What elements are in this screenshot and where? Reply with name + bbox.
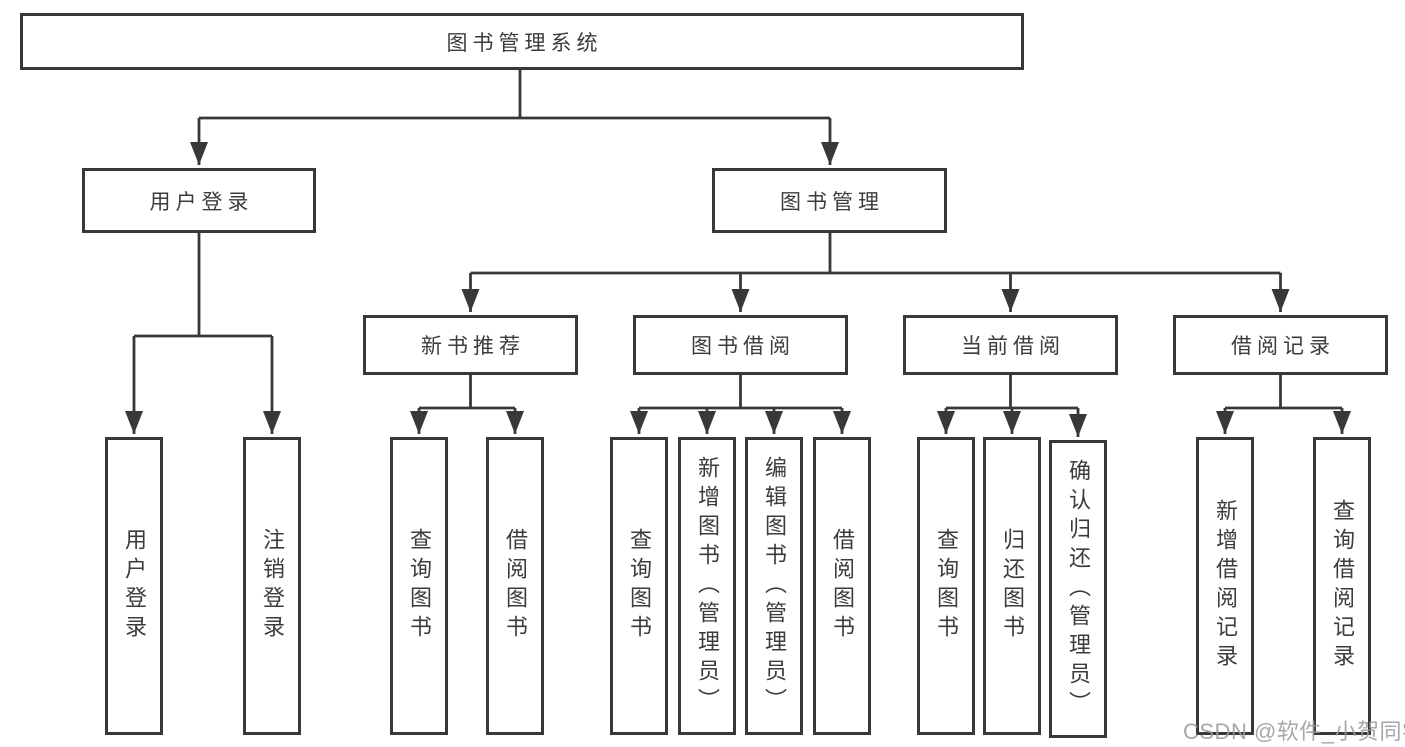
leaf-records-query-record-label: 查询借阅记录 xyxy=(1330,499,1355,673)
node-book-management: 图书管理 xyxy=(712,168,947,233)
leaf-records-add-record: 新增借阅记录 xyxy=(1196,437,1254,735)
leaf-newbooks-query-books: 查询图书 xyxy=(390,437,448,735)
leaf-borrowing-query-books-label: 查询图书 xyxy=(627,528,652,644)
node-current-borrowing: 当前借阅 xyxy=(903,315,1118,375)
leaf-borrowing-add-books-admin-label: 新增图书（管理员） xyxy=(695,455,720,717)
leaf-borrowing-query-books: 查询图书 xyxy=(610,437,668,735)
connector-segments xyxy=(125,70,1351,437)
leaf-current-confirm-return-admin-label: 确认归还（管理员） xyxy=(1066,458,1091,720)
leaf-user-login-label: 用户登录 xyxy=(122,528,147,644)
node-user-login: 用户登录 xyxy=(82,168,316,233)
leaf-borrowing-edit-books-admin: 编辑图书（管理员） xyxy=(745,437,803,735)
leaf-current-confirm-return-admin: 确认归还（管理员） xyxy=(1049,440,1107,738)
csdn-watermark: CSDN @软件_小贺同学 xyxy=(1183,719,1405,744)
node-borrowing-records: 借阅记录 xyxy=(1173,315,1388,375)
node-library-management-system: 图书管理系统 xyxy=(20,13,1024,70)
leaf-current-query-books-label: 查询图书 xyxy=(934,528,959,644)
node-book-borrowing: 图书借阅 xyxy=(633,315,848,375)
leaf-newbooks-borrow-books-label: 借阅图书 xyxy=(503,528,528,644)
leaf-newbooks-query-books-label: 查询图书 xyxy=(407,528,432,644)
leaf-records-add-record-label: 新增借阅记录 xyxy=(1213,499,1238,673)
leaf-records-query-record: 查询借阅记录 xyxy=(1313,437,1371,735)
leaf-logout: 注销登录 xyxy=(243,437,301,735)
leaf-borrowing-borrow-books-label: 借阅图书 xyxy=(830,528,855,644)
leaf-borrowing-edit-books-admin-label: 编辑图书（管理员） xyxy=(762,455,787,717)
node-new-book-recommendation: 新书推荐 xyxy=(363,315,578,375)
leaf-borrowing-borrow-books: 借阅图书 xyxy=(813,437,871,735)
leaf-borrowing-add-books-admin: 新增图书（管理员） xyxy=(678,437,736,735)
leaf-current-query-books: 查询图书 xyxy=(917,437,975,735)
leaf-logout-label: 注销登录 xyxy=(260,528,285,644)
leaf-newbooks-borrow-books: 借阅图书 xyxy=(486,437,544,735)
leaf-current-return-books: 归还图书 xyxy=(983,437,1041,735)
leaf-user-login: 用户登录 xyxy=(105,437,163,735)
leaf-current-return-books-label: 归还图书 xyxy=(1000,528,1025,644)
